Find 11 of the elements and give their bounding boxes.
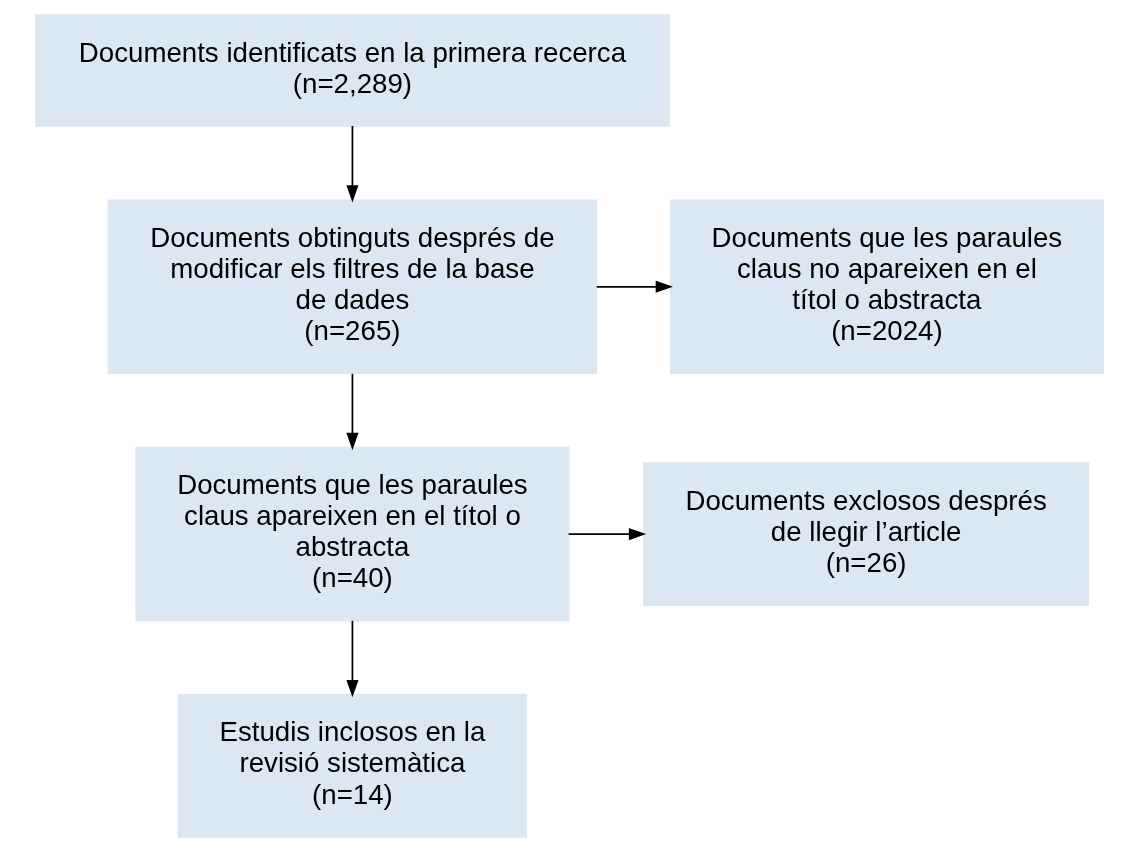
arrow	[346, 125, 359, 203]
node-box: Documents obtinguts després de modificar els filtres de la base de dades (n=265)	[107, 199, 598, 375]
arrow	[567, 528, 647, 541]
arrow	[595, 280, 673, 293]
node-box: Documents que les paraules claus apareixen en el títol o abstracta (n=40)	[135, 446, 570, 622]
node-box: Documents identificats en la primera recerca (n=2,289)	[35, 14, 670, 127]
arrow	[346, 372, 359, 451]
node-box: Estudis inclosos en la revisió sistemàtica (n=14)	[177, 694, 528, 838]
node-box: Documents que les paraules claus no apareixen en el títol o abstracta (n=2024)	[669, 199, 1104, 375]
node-box: Documents exclosos després de llegir l’article (n=26)	[643, 462, 1090, 606]
arrow	[346, 619, 359, 698]
